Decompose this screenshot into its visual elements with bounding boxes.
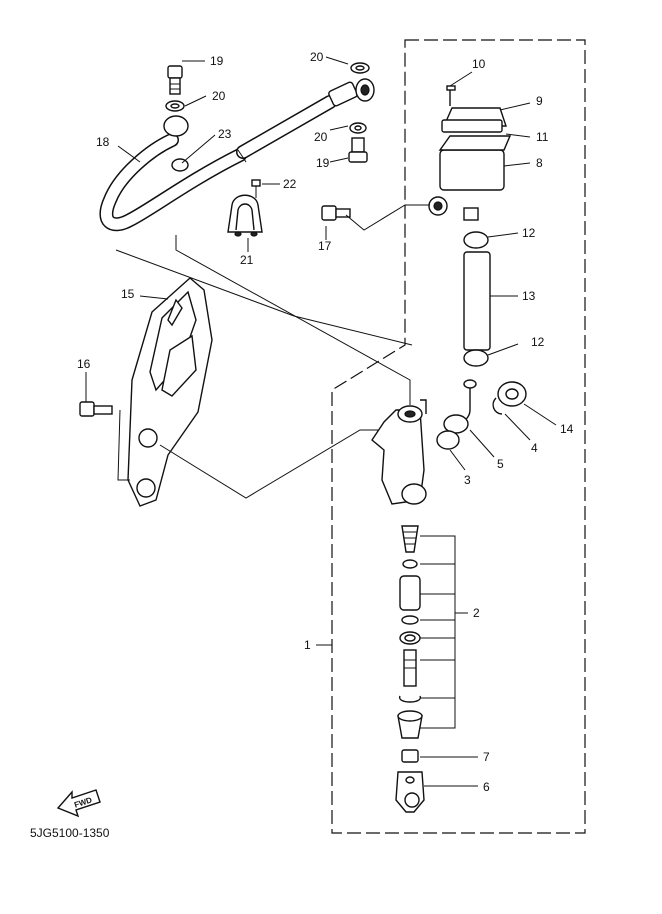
- callout-5: 5: [497, 457, 504, 471]
- guard-bolt-part: [79, 401, 113, 417]
- callout-15: 15: [121, 287, 135, 301]
- callout-13: 13: [522, 289, 536, 303]
- callout-22: 22: [283, 177, 297, 191]
- mount-bolt-17-part: [321, 205, 351, 221]
- callout-11: 11: [536, 130, 549, 144]
- callout-19a: 19: [210, 54, 224, 68]
- callout-17: 17: [318, 239, 332, 253]
- callout-1: 1: [304, 638, 311, 652]
- callout-9: 9: [536, 94, 543, 108]
- callout-2: 2: [473, 606, 480, 620]
- hose-clamp-part: [227, 179, 263, 237]
- callout-12b: 12: [531, 335, 545, 349]
- callout-19b: 19: [316, 156, 330, 170]
- piston-kit-part: [397, 525, 423, 739]
- callout-labels: 1 2 3 4 5 6 7 8 9 10 11 12 12 13 14 15 1…: [77, 50, 574, 794]
- leader-lines: [85, 56, 557, 787]
- heel-guard-part: [127, 277, 213, 507]
- reservoir-part: [428, 85, 512, 221]
- master-cylinder-part: [371, 399, 427, 505]
- callout-12a: 12: [522, 226, 536, 240]
- clevis-part: [395, 749, 425, 813]
- banjo-bolt-part: [165, 65, 185, 112]
- callout-10: 10: [472, 57, 486, 71]
- callout-4: 4: [531, 441, 538, 455]
- callout-16: 16: [77, 357, 91, 371]
- callout-21: 21: [240, 253, 254, 267]
- hose-joint-part: [436, 379, 527, 450]
- callout-20a: 20: [212, 89, 226, 103]
- washer-bolt-part: [348, 62, 370, 163]
- callout-20c: 20: [314, 130, 328, 144]
- callout-23: 23: [218, 127, 232, 141]
- assembly-boundary: [331, 39, 586, 834]
- diagram-code: 5JG5100-1350: [30, 826, 110, 840]
- callout-6: 6: [483, 780, 490, 794]
- callout-20b: 20: [310, 50, 324, 64]
- fwd-arrow-icon: FWD: [56, 789, 101, 818]
- callout-8: 8: [536, 156, 543, 170]
- callout-18: 18: [96, 135, 110, 149]
- callout-3: 3: [464, 473, 471, 487]
- callout-7: 7: [483, 750, 490, 764]
- reservoir-hose-part: [463, 231, 491, 367]
- hose-part: [99, 78, 375, 232]
- callout-14: 14: [560, 422, 574, 436]
